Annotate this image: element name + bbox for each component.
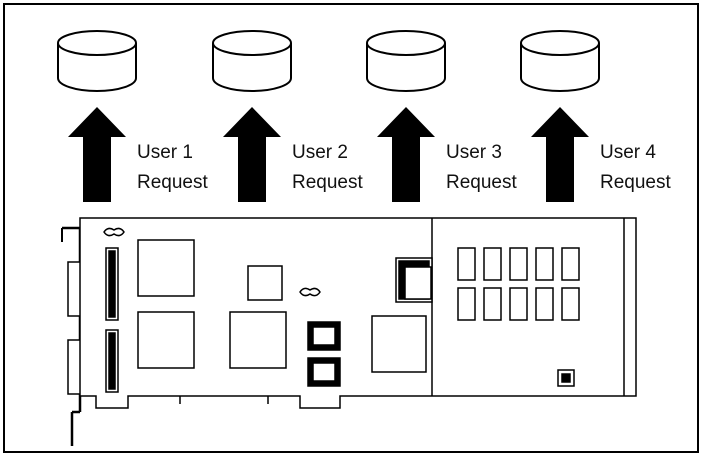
chip (247, 265, 283, 301)
request-label: Request (292, 172, 363, 193)
plcc-chip (307, 357, 341, 387)
chip (137, 239, 195, 297)
user-label: User 3 (446, 142, 502, 163)
controller-card-icon (61, 217, 637, 446)
status-led-icon (557, 369, 575, 387)
user-request-2: User 2 Request (212, 30, 363, 202)
internal-connector (105, 329, 119, 393)
disk-icon (520, 30, 600, 92)
pcb-board (79, 217, 637, 409)
chip (137, 311, 195, 369)
user-label: User 1 (137, 142, 193, 163)
up-arrow-icon (377, 107, 435, 202)
user-label: User 4 (600, 142, 656, 163)
user-request-1: User 1 Request (57, 30, 208, 202)
request-label: Request (137, 172, 208, 193)
processor-socket (395, 257, 433, 303)
user-request-3: User 3 Request (366, 30, 517, 202)
request-label: Request (600, 172, 671, 193)
disk-icon (212, 30, 292, 92)
chip (229, 311, 287, 369)
up-arrow-icon (223, 107, 281, 202)
user-label: User 2 (292, 142, 348, 163)
internal-connector (105, 247, 119, 321)
mount-hole-icon (103, 227, 125, 237)
up-arrow-icon (68, 107, 126, 202)
disk-icon (366, 30, 446, 92)
user-request-4: User 4 Request (520, 30, 671, 202)
up-arrow-icon (531, 107, 589, 202)
disk-icon (57, 30, 137, 92)
request-label: Request (446, 172, 517, 193)
plcc-chip (307, 321, 341, 351)
memory-chip-array (457, 247, 580, 321)
chip (371, 315, 427, 373)
mount-hole-icon (299, 287, 321, 297)
